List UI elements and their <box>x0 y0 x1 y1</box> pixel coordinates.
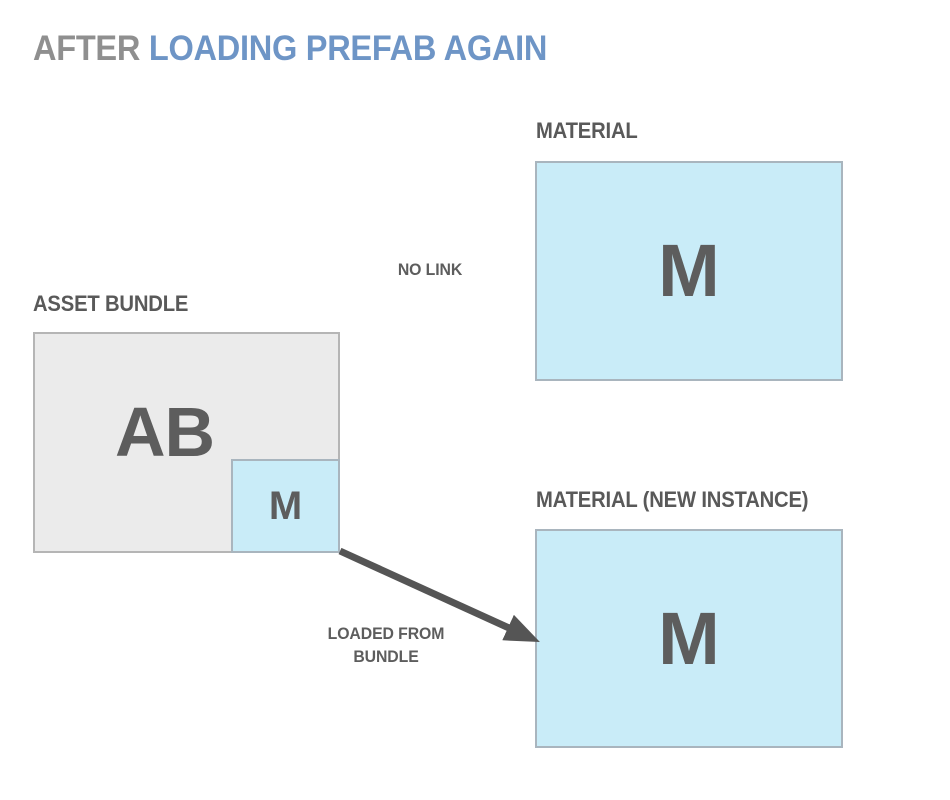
loaded-from-bundle-label: LOADED FROM BUNDLE <box>327 624 445 666</box>
asset-bundle-box-letter: AB <box>115 393 215 471</box>
no-link-label: NO LINK <box>397 260 463 279</box>
bundle-material-box: M <box>231 459 340 553</box>
title-segment-blue: LOADING PREFAB AGAIN <box>148 29 548 68</box>
material-box: M <box>535 161 843 381</box>
caption-asset-bundle: ASSET BUNDLE <box>33 291 189 316</box>
material-new-instance-box: M <box>535 529 843 748</box>
bundle-material-box-letter: M <box>268 484 303 528</box>
material-new-instance-box-letter: M <box>658 596 720 680</box>
caption-material-new-instance: MATERIAL (NEW INSTANCE) <box>536 487 809 512</box>
material-box-letter: M <box>658 229 720 312</box>
page-title: AFTER LOADING PREFAB AGAIN <box>33 29 547 69</box>
caption-material: MATERIAL <box>536 118 638 143</box>
title-segment-gray: AFTER <box>33 29 149 68</box>
